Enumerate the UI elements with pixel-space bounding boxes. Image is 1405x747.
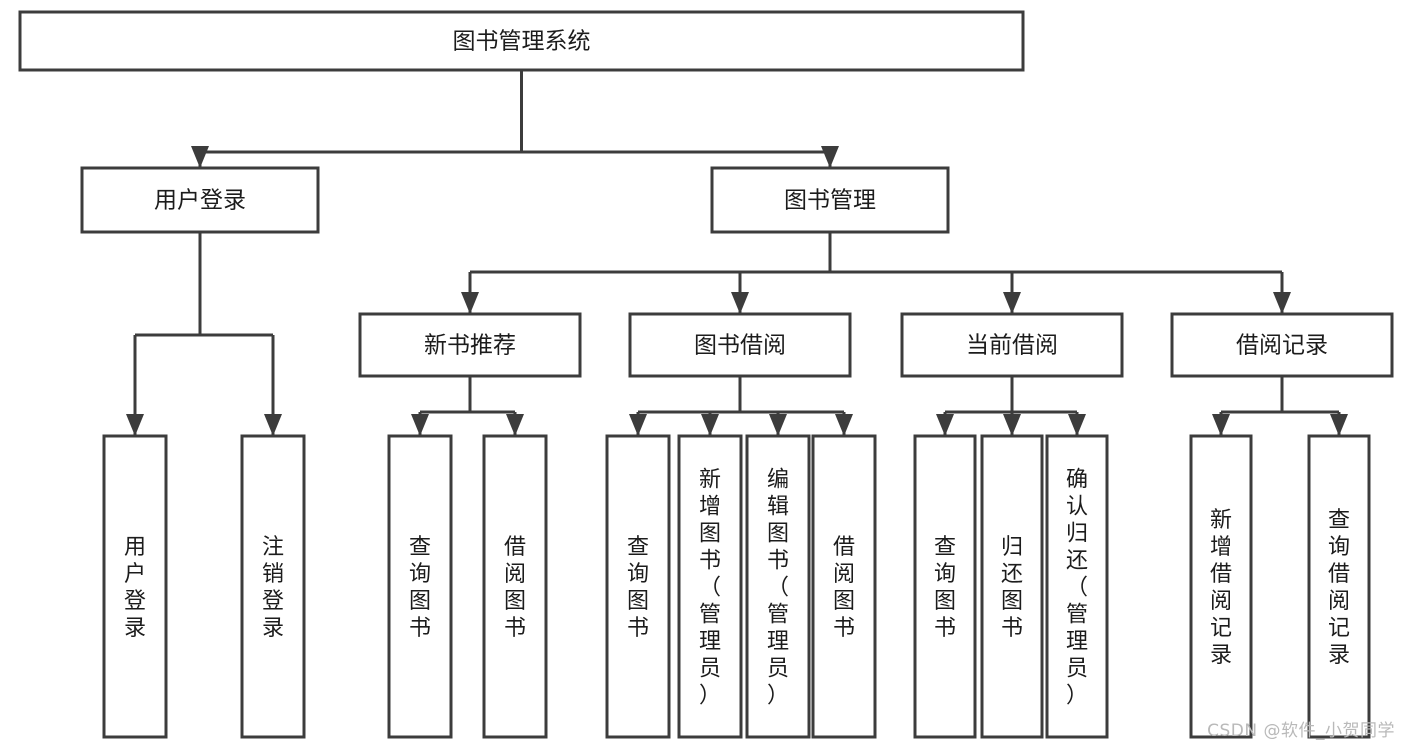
node-label: 借阅图书 bbox=[504, 535, 526, 641]
node-label: 新增借阅记录 bbox=[1210, 508, 1232, 668]
node-label: 查询图书 bbox=[934, 535, 956, 641]
node-box bbox=[605, 434, 671, 739]
node-box bbox=[628, 312, 852, 378]
arrow-head-icon bbox=[701, 414, 719, 436]
node-box bbox=[710, 166, 950, 234]
arrow-head-icon bbox=[1003, 292, 1021, 314]
node-box bbox=[1307, 434, 1371, 739]
node-root-0[interactable]: 图书管理系统 bbox=[18, 10, 1025, 72]
node-box bbox=[387, 434, 453, 739]
node-level3-0[interactable]: 新书推荐 bbox=[358, 312, 582, 378]
node-leaf-6[interactable]: 编辑图书（管理员） bbox=[745, 434, 811, 739]
arrow-head-icon bbox=[731, 292, 749, 314]
arrow-head-icon bbox=[264, 414, 282, 436]
node-level3-3[interactable]: 借阅记录 bbox=[1170, 312, 1394, 378]
arrow-head-icon bbox=[506, 414, 524, 436]
node-leaf-0[interactable]: 用户登录 bbox=[102, 434, 168, 739]
arrow-head-icon bbox=[835, 414, 853, 436]
node-leaf-8[interactable]: 查询图书 bbox=[913, 434, 977, 739]
node-level3-1[interactable]: 图书借阅 bbox=[628, 312, 852, 378]
node-label: 新书推荐 bbox=[424, 333, 516, 359]
node-label: 借阅记录 bbox=[1236, 333, 1328, 359]
node-level2-0[interactable]: 用户登录 bbox=[80, 166, 320, 234]
node-box bbox=[811, 434, 877, 739]
node-leaf-10[interactable]: 确认归还（管理员） bbox=[1045, 434, 1109, 739]
arrow-head-icon bbox=[629, 414, 647, 436]
node-leaf-12[interactable]: 查询借阅记录 bbox=[1307, 434, 1371, 739]
node-box bbox=[18, 10, 1025, 72]
node-box bbox=[900, 312, 1124, 378]
node-box bbox=[913, 434, 977, 739]
node-box bbox=[980, 434, 1044, 739]
node-leaf-2[interactable]: 查询图书 bbox=[387, 434, 453, 739]
node-leaf-5[interactable]: 新增图书（管理员） bbox=[677, 434, 743, 739]
node-box bbox=[1189, 434, 1253, 739]
node-leaf-4[interactable]: 查询图书 bbox=[605, 434, 671, 739]
node-label: 查询借阅记录 bbox=[1328, 508, 1350, 668]
node-leaf-9[interactable]: 归还图书 bbox=[980, 434, 1044, 739]
node-label: 图书管理系统 bbox=[453, 29, 591, 55]
node-label: 用户登录 bbox=[124, 535, 146, 641]
node-label: 归还图书 bbox=[1001, 535, 1023, 641]
arrow-head-icon bbox=[126, 414, 144, 436]
node-box bbox=[240, 434, 306, 739]
arrow-head-icon bbox=[1003, 414, 1021, 436]
node-label: 查询图书 bbox=[627, 535, 649, 641]
node-box bbox=[102, 434, 168, 739]
arrow-head-icon bbox=[1212, 414, 1230, 436]
node-level2-1[interactable]: 图书管理 bbox=[710, 166, 950, 234]
arrow-head-icon bbox=[936, 414, 954, 436]
node-label: 新增图书（管理员） bbox=[699, 468, 721, 709]
node-label: 图书管理 bbox=[784, 188, 876, 214]
node-label: 查询图书 bbox=[409, 535, 431, 641]
node-layer: 图书管理系统用户登录图书管理新书推荐图书借阅当前借阅借阅记录用户登录注销登录查询… bbox=[18, 10, 1394, 739]
arrow-head-icon bbox=[1068, 414, 1086, 436]
node-box bbox=[482, 434, 548, 739]
node-label: 图书借阅 bbox=[694, 333, 786, 359]
node-leaf-7[interactable]: 借阅图书 bbox=[811, 434, 877, 739]
node-level3-2[interactable]: 当前借阅 bbox=[900, 312, 1124, 378]
arrow-head-icon bbox=[769, 414, 787, 436]
node-box bbox=[1045, 434, 1109, 739]
node-label: 注销登录 bbox=[262, 535, 284, 641]
arrow-head-icon bbox=[191, 146, 209, 168]
arrow-head-icon bbox=[821, 146, 839, 168]
arrow-head-icon bbox=[1330, 414, 1348, 436]
node-label: 编辑图书（管理员） bbox=[767, 468, 789, 709]
node-label: 借阅图书 bbox=[833, 535, 855, 641]
node-leaf-11[interactable]: 新增借阅记录 bbox=[1189, 434, 1253, 739]
node-box bbox=[80, 166, 320, 234]
node-label: 用户登录 bbox=[154, 188, 246, 214]
connector-layer bbox=[126, 70, 1348, 436]
node-box bbox=[677, 434, 743, 739]
arrow-head-icon bbox=[461, 292, 479, 314]
arrow-head-icon bbox=[411, 414, 429, 436]
node-box bbox=[358, 312, 582, 378]
node-leaf-1[interactable]: 注销登录 bbox=[240, 434, 306, 739]
node-leaf-3[interactable]: 借阅图书 bbox=[482, 434, 548, 739]
node-box bbox=[745, 434, 811, 739]
node-label: 确认归还（管理员） bbox=[1066, 468, 1088, 709]
arrow-head-icon bbox=[1273, 292, 1291, 314]
node-label: 当前借阅 bbox=[966, 333, 1058, 359]
node-box bbox=[1170, 312, 1394, 378]
